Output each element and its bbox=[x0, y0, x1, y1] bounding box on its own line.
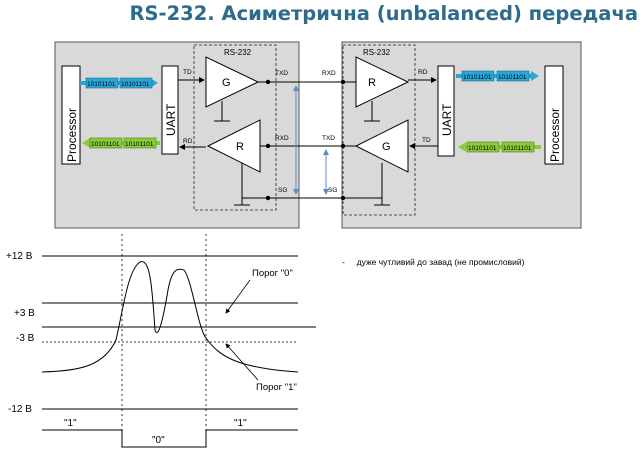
left-processor-label: Processor bbox=[65, 108, 79, 162]
left-rx-bits-2: 10101101 bbox=[125, 141, 154, 148]
threshold-0-arrow bbox=[225, 279, 251, 314]
page-title: RS-232. Асиметрична (unbalanced) передач… bbox=[129, 2, 638, 25]
rs232-frame-right bbox=[342, 44, 416, 216]
note-item: - дуже чутливий до завад (не промисловий… bbox=[342, 257, 525, 267]
bit-label-1b: "1" bbox=[234, 418, 247, 429]
right-sg-label: SG bbox=[328, 187, 337, 194]
bit-label-1: "1" bbox=[64, 418, 77, 429]
left-txd-label: TXD bbox=[275, 70, 288, 77]
threshold-1-label: Порог "1" bbox=[256, 382, 297, 393]
left-receiver-label: R bbox=[236, 141, 244, 153]
level-plus12: +12 В bbox=[6, 251, 33, 262]
left-rx-packets: 10101101 10101101 bbox=[82, 137, 160, 149]
left-uart-box bbox=[161, 65, 179, 155]
right-txd-label: TXD bbox=[322, 135, 335, 142]
voltage-waveform: +12 В +3 В -3 В -12 В Порог "0" Порог "1… bbox=[6, 234, 316, 448]
right-tx-bits-2: 10101101 bbox=[503, 145, 532, 152]
rs232-wires bbox=[242, 79, 382, 201]
left-sg-label: SG bbox=[278, 187, 287, 194]
rs232-frame-left bbox=[193, 44, 277, 211]
bit-label-0: "0" bbox=[152, 435, 165, 446]
left-device: RS-232 Processor UART 10101101 10101101 … bbox=[54, 41, 300, 229]
left-rxd-label: RXD bbox=[275, 135, 289, 142]
right-td-label: TD bbox=[422, 137, 431, 144]
right-rx-bits-2: 10101101 bbox=[498, 74, 527, 81]
right-driver-label: G bbox=[382, 141, 391, 153]
right-tx-bits-1: 10101101 bbox=[468, 145, 497, 152]
left-tx-bits-1: 10101101 bbox=[87, 81, 116, 88]
threshold-1-arrow bbox=[225, 343, 259, 381]
level-minus3: -3 В bbox=[16, 333, 35, 344]
left-tx-packets: 10101101 10101101 bbox=[80, 77, 158, 89]
left-driver-label: G bbox=[222, 77, 231, 89]
right-processor-box bbox=[544, 65, 564, 165]
level-plus3: +3 В bbox=[14, 308, 35, 319]
right-uart-box bbox=[437, 65, 455, 157]
left-processor-box bbox=[61, 65, 81, 165]
threshold-0-label: Порог "0" bbox=[252, 268, 293, 279]
rs232-label-right: RS-232 bbox=[363, 48, 391, 57]
right-uart-label: UART bbox=[440, 103, 454, 136]
left-td-label: TD bbox=[183, 69, 192, 76]
level-minus12: -12 В bbox=[8, 404, 32, 415]
right-rx-bits-1: 10101101 bbox=[463, 74, 492, 81]
bit-pulse bbox=[42, 429, 298, 448]
right-tx-packets: 10101101 10101101 bbox=[458, 141, 541, 153]
left-tx-bits-2: 10101101 bbox=[121, 81, 150, 88]
right-rd-label: RD bbox=[418, 69, 428, 76]
left-rd-label: RD bbox=[183, 138, 193, 145]
left-uart-label: UART bbox=[164, 103, 178, 136]
right-receiver-label: R bbox=[368, 77, 376, 89]
rs232-label-left: RS-232 bbox=[224, 48, 252, 57]
left-rx-bits-1: 10101101 bbox=[91, 141, 120, 148]
right-rxd-label: RXD bbox=[322, 70, 336, 77]
note-text: дуже чутливий до завад (не промисловий) bbox=[356, 257, 525, 267]
right-device: RS-232 R G RD TD UART Processor 10101101… bbox=[322, 41, 582, 229]
signal-curve bbox=[41, 261, 299, 373]
left-driver-g bbox=[205, 56, 260, 108]
right-processor-label: Processor bbox=[548, 108, 562, 162]
right-driver-g bbox=[354, 119, 409, 173]
right-rx-packets: 10101101 10101101 bbox=[456, 70, 539, 82]
